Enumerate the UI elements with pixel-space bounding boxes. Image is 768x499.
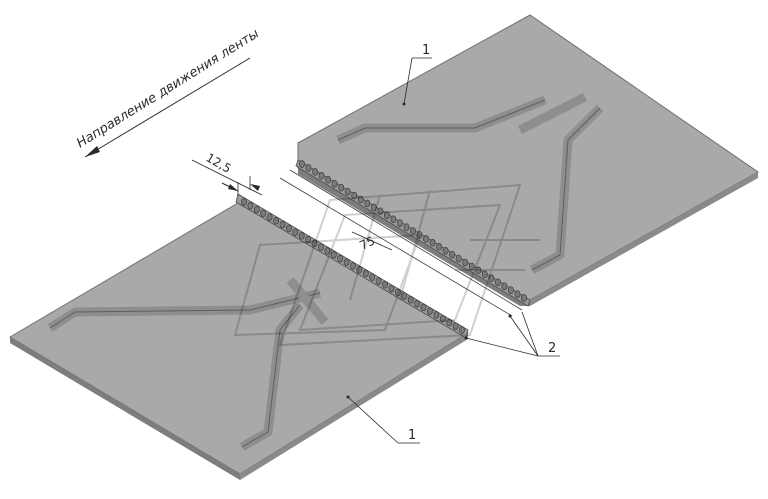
fastener-tooth bbox=[433, 311, 440, 319]
upper-fastener-strip bbox=[295, 159, 531, 307]
fastener-tooth bbox=[414, 299, 421, 308]
fastener-tooth bbox=[429, 239, 436, 247]
fastener-tooth bbox=[452, 322, 459, 330]
lower-plate bbox=[9, 202, 469, 480]
fastener-tooth bbox=[324, 247, 331, 255]
fastener-tooth bbox=[382, 281, 389, 289]
fastener-tooth bbox=[383, 211, 390, 219]
fastener-tooth bbox=[292, 228, 299, 236]
fastener-tooth bbox=[401, 292, 408, 300]
fastener-tooth bbox=[266, 213, 273, 221]
fastener-tooth bbox=[521, 294, 527, 302]
fastener-tooth bbox=[343, 258, 350, 266]
fastener-tooth bbox=[241, 198, 247, 206]
fastener-tooth bbox=[507, 286, 514, 294]
fastener-tooth bbox=[403, 223, 410, 231]
fastener-tooth bbox=[442, 246, 449, 255]
connecting-pin-a bbox=[279, 177, 513, 317]
direction-indicator: Направление движения ленты bbox=[74, 26, 262, 158]
fastener-tooth bbox=[407, 296, 414, 304]
fastener-tooth bbox=[455, 254, 462, 263]
fastener-tooth bbox=[330, 250, 337, 259]
connecting-pin-b bbox=[289, 169, 523, 311]
fastener-tooth bbox=[298, 232, 305, 240]
fastener-tooth bbox=[396, 219, 403, 227]
lower-plate-rib-right bbox=[239, 277, 329, 451]
fastener-tooth bbox=[377, 207, 384, 216]
fastener-tooth bbox=[375, 277, 382, 285]
fastener-tooth bbox=[364, 199, 371, 208]
callout-plate-top: 1 bbox=[402, 43, 432, 106]
direction-label: Направление движения ленты bbox=[74, 26, 262, 151]
fastener-tooth bbox=[312, 168, 319, 176]
lower-fastener-teeth bbox=[241, 198, 465, 334]
fastener-tooth bbox=[273, 217, 280, 225]
fastener-tooth bbox=[344, 187, 351, 196]
fastener-tooth bbox=[459, 326, 465, 334]
fastener-tooth bbox=[305, 235, 312, 244]
fastener-tooth bbox=[299, 160, 305, 168]
fastener-tooth bbox=[338, 183, 345, 192]
callout-fasteners-label: 2 bbox=[548, 341, 556, 356]
fastener-tooth bbox=[394, 288, 401, 297]
dimension-width-value: 75 bbox=[357, 234, 377, 253]
fastener-tooth bbox=[305, 164, 312, 172]
fastener-tooth bbox=[388, 284, 395, 293]
callout-plate-bottom: 1 bbox=[346, 395, 420, 444]
fastener-tooth bbox=[357, 195, 364, 204]
fastener-tooth bbox=[475, 266, 482, 275]
fastener-tooth bbox=[356, 266, 363, 274]
fastener-tooth bbox=[370, 203, 377, 212]
fastener-tooth bbox=[420, 303, 427, 312]
fastener-tooth bbox=[494, 278, 501, 286]
fastener-tooth bbox=[317, 243, 324, 251]
fastener-tooth bbox=[426, 307, 433, 315]
dimension-pitch-value: 12,5 bbox=[204, 150, 234, 175]
fastener-tooth bbox=[331, 179, 338, 188]
dimension-pitch: 12,5 bbox=[191, 150, 263, 196]
upper-plate-rib-right bbox=[517, 92, 604, 274]
dimension-width: 75 bbox=[351, 231, 393, 253]
fastener-tooth bbox=[247, 202, 254, 210]
lower-plate-rib-left bbox=[47, 288, 322, 332]
fastener-tooth bbox=[423, 235, 430, 243]
fastener-tooth bbox=[369, 273, 376, 282]
fastener-tooth bbox=[260, 209, 267, 218]
fastener-tooth bbox=[436, 243, 443, 251]
fastener-tooth bbox=[488, 274, 495, 283]
upper-plate-rib-left bbox=[336, 95, 547, 145]
fastener-tooth bbox=[337, 254, 344, 263]
fastener-tooth bbox=[462, 258, 469, 267]
fastener-tooth bbox=[390, 215, 397, 223]
fastener-tooth bbox=[468, 262, 475, 271]
callout-fasteners: 2 bbox=[464, 311, 560, 357]
fastener-tooth bbox=[318, 172, 325, 180]
fastener-tooth bbox=[416, 231, 423, 239]
callout-plate-bottom-label: 1 bbox=[408, 428, 416, 443]
fastener-tooth bbox=[501, 282, 508, 290]
fastener-tooth bbox=[446, 318, 453, 327]
upper-fastener-teeth bbox=[299, 160, 527, 302]
callout-plate-top-label: 1 bbox=[422, 43, 430, 58]
fastener-tooth bbox=[410, 227, 416, 235]
fastener-tooth bbox=[362, 269, 369, 278]
fastener-tooth bbox=[439, 314, 446, 323]
fastener-tooth bbox=[449, 250, 456, 259]
lower-fastener-strip bbox=[235, 193, 469, 339]
fastener-tooth bbox=[481, 270, 488, 279]
fastener-tooth bbox=[285, 224, 292, 233]
upper-plate bbox=[297, 14, 759, 306]
fastener-tooth bbox=[325, 176, 332, 184]
fastener-tooth bbox=[279, 220, 286, 229]
fastener-tooth bbox=[351, 191, 358, 200]
fastener-tooth bbox=[311, 239, 318, 248]
fastener-tooth bbox=[350, 262, 356, 270]
fastener-tooth bbox=[514, 290, 521, 298]
fastener-tooth bbox=[253, 205, 260, 214]
